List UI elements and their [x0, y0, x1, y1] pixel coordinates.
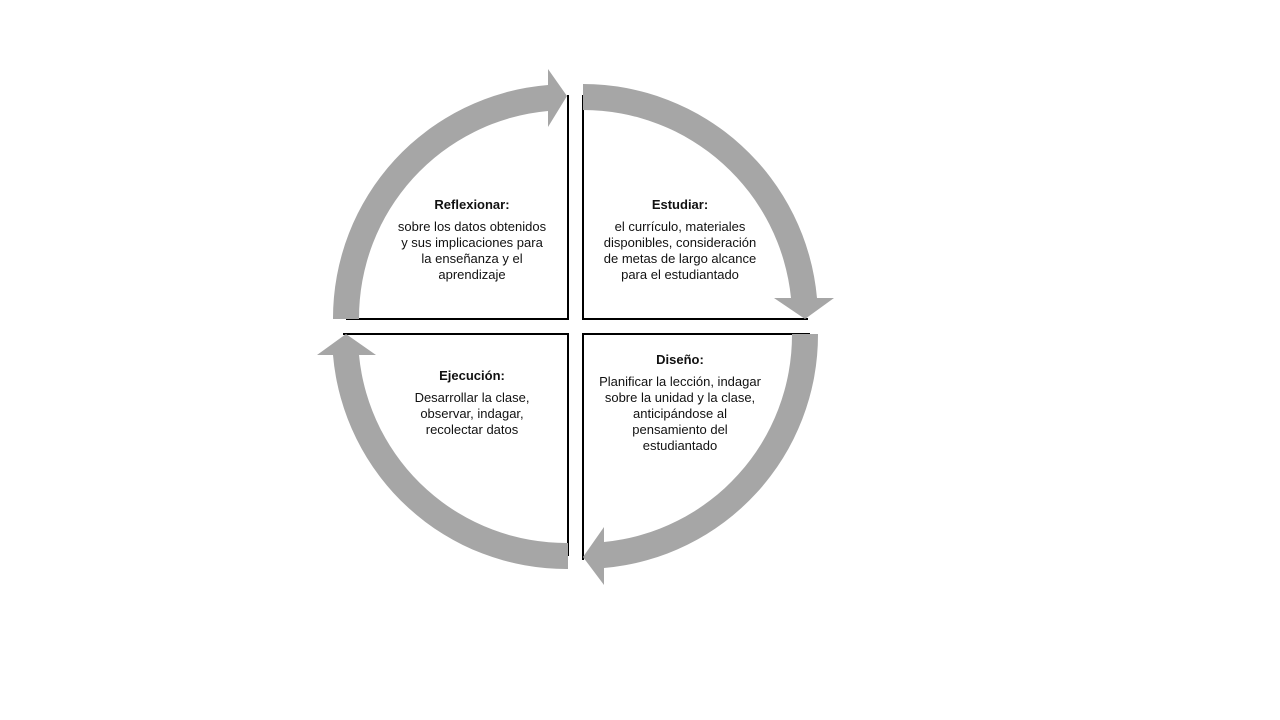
- quadrant-title: Diseño:: [656, 352, 704, 367]
- quadrant-description: Desarrollar la clase, observar, indagar,…: [414, 390, 530, 437]
- quadrant-description: Planificar la lección, indagar sobre la …: [599, 374, 761, 453]
- quadrant-border-estudiar: [582, 95, 808, 320]
- quadrant-ejecucion: Ejecución: Desarrollar la clase, observa…: [396, 368, 548, 438]
- quadrant-estudiar: Estudiar: el currículo, materiales dispo…: [598, 197, 762, 283]
- quadrant-reflexionar: Reflexionar: sobre los datos obtenidos y…: [396, 197, 548, 283]
- arrow-estudiar-to-diseno: [583, 84, 834, 319]
- arrow-reflexionar-to-estudiar: [332, 69, 567, 319]
- quadrant-title: Ejecución:: [439, 368, 505, 383]
- quadrant-description: el currículo, materiales disponibles, co…: [603, 219, 757, 282]
- quadrant-border-ejecucion: [343, 333, 569, 556]
- quadrant-diseno: Diseño: Planificar la lección, indagar s…: [596, 352, 764, 454]
- arrow-ejecucion-to-reflexionar: [317, 334, 568, 570]
- arrow-diseno-to-ejecucion: [583, 334, 819, 585]
- quadrant-title: Reflexionar:: [434, 197, 510, 212]
- quadrant-border-reflexionar: [346, 95, 569, 320]
- quadrant-title: Estudiar:: [651, 197, 709, 212]
- cycle-arrows: [317, 69, 834, 585]
- quadrant-border-diseno: [582, 333, 810, 560]
- quadrant-description: sobre los datos obtenidos y sus implicac…: [397, 219, 547, 282]
